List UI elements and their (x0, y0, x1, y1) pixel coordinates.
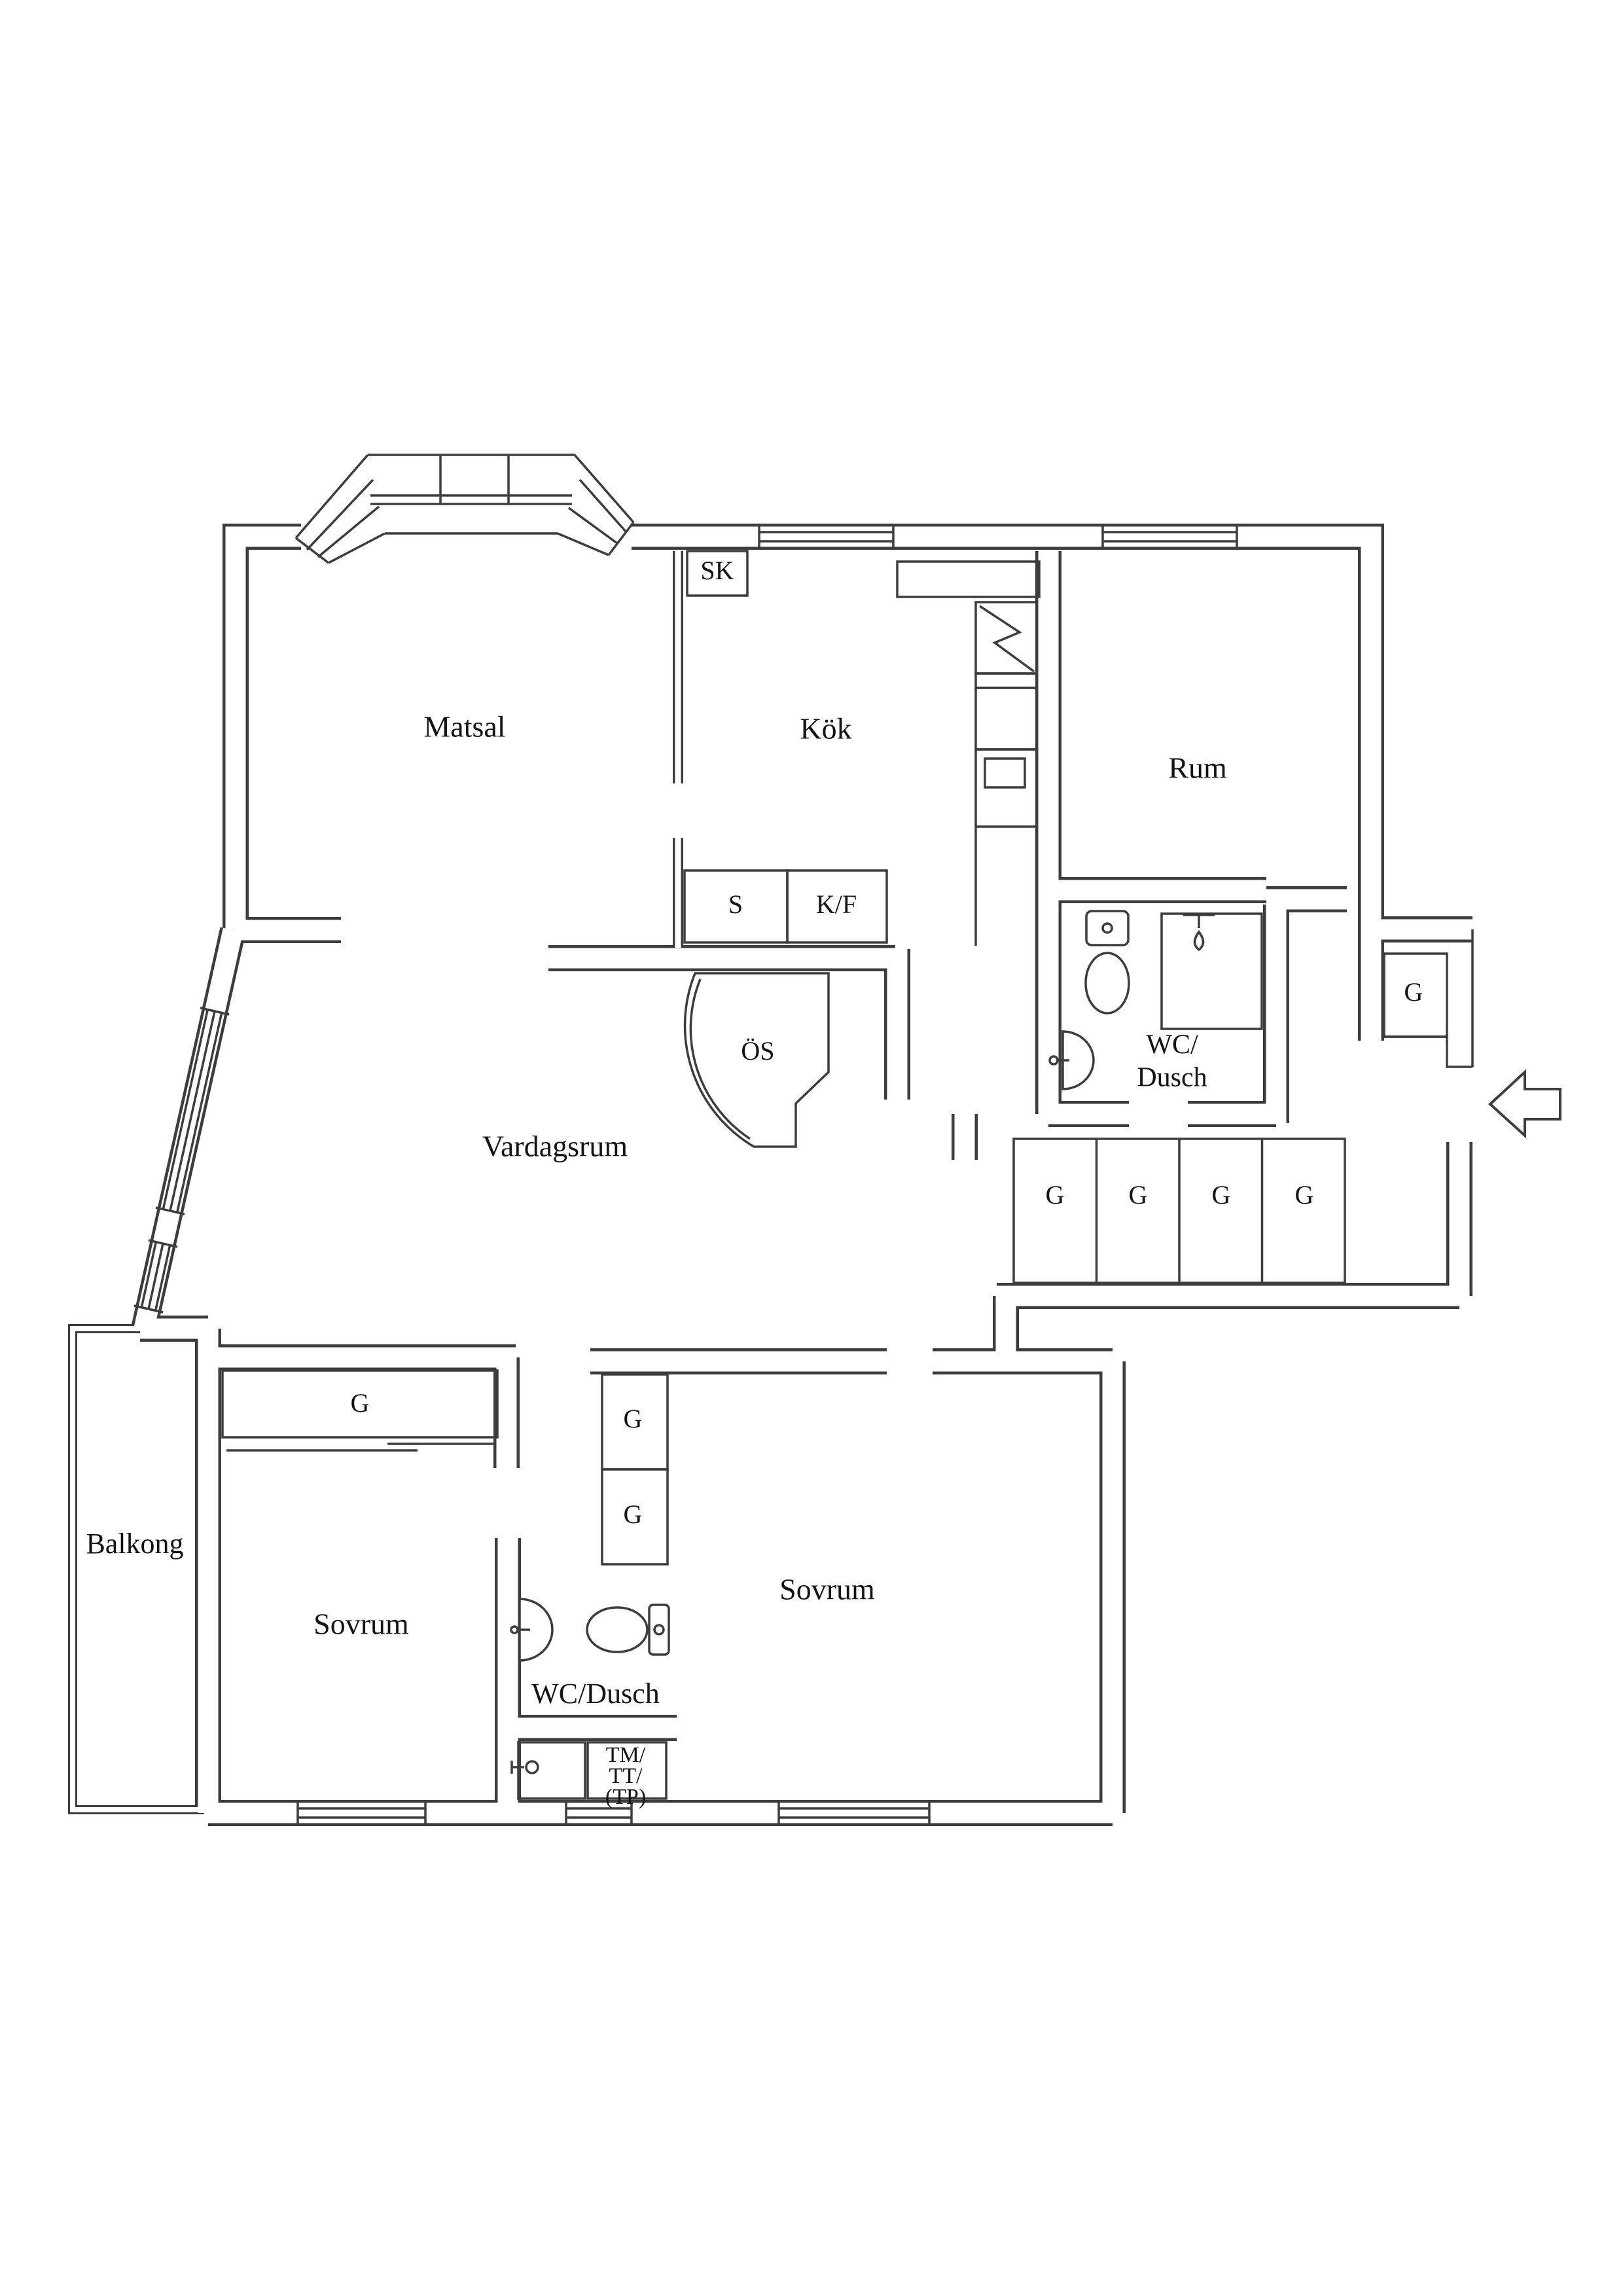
label-wc-upper-line1: WC/ (1146, 1030, 1198, 1060)
label-vardagsrum: Vardagsrum (482, 1130, 628, 1163)
label-tm-line3: (TP) (605, 1785, 646, 1809)
window-bottom-right (777, 1800, 931, 1826)
label-g-mid-1: G (624, 1404, 643, 1433)
label-kf: K/F (816, 889, 857, 919)
label-balkong: Balkong (86, 1528, 183, 1560)
label-os: ÖS (741, 1036, 774, 1066)
label-matsal: Matsal (423, 710, 505, 744)
closet-rod (226, 1443, 495, 1452)
door-handle-icon (510, 1760, 539, 1774)
label-sk: SK (700, 556, 734, 585)
walls (68, 524, 1472, 1826)
sk-closet-box (686, 550, 749, 597)
label-wc-upper-line2: Dusch (1137, 1063, 1207, 1093)
window-bottom-middle (565, 1800, 633, 1826)
entry-arrow-icon (1488, 1069, 1561, 1139)
label-kok: Kök (800, 712, 851, 745)
window-diagonal-wall (134, 1007, 230, 1314)
wc-upper-fixtures (1048, 910, 1263, 1090)
label-g-row-4: G (1295, 1180, 1314, 1210)
label-g-entry: G (1404, 977, 1423, 1007)
fireplace (683, 972, 830, 1148)
toilet-icon (648, 1604, 670, 1656)
closet-mid-2 (601, 1468, 669, 1566)
kitchen-counter (683, 550, 1041, 946)
label-g-row-1: G (1046, 1180, 1065, 1210)
toilet-icon (1085, 910, 1130, 946)
label-wc-lower: WC/Dusch (531, 1677, 660, 1710)
label-g-sovrum-left: G (351, 1388, 370, 1418)
wc-lower-fixtures (510, 1598, 670, 1774)
window-bottom-left (296, 1800, 427, 1826)
label-sovrum-left: Sovrum (313, 1607, 409, 1641)
closets (221, 952, 1472, 1800)
bay-window (294, 454, 635, 564)
window-kok (758, 524, 895, 550)
stove-icon (979, 605, 1035, 673)
laundry-closet (586, 1741, 668, 1800)
kitchen-sink-icon (984, 757, 1026, 789)
label-g-row-3: G (1212, 1180, 1231, 1210)
label-tm-line1: TM/ (606, 1743, 646, 1767)
sink-icon (518, 1598, 554, 1662)
closet-sovrum-left (221, 1369, 499, 1439)
window-rum (1101, 524, 1238, 550)
fridge-freezer-box (786, 869, 888, 944)
balcony-wall (68, 1324, 204, 1814)
label-tm-line2: TT/ (609, 1764, 643, 1788)
label-rum: Rum (1168, 751, 1227, 785)
sink-icon (1061, 1030, 1095, 1090)
label-g-row-2: G (1129, 1180, 1148, 1210)
label-sovrum-right: Sovrum (779, 1573, 875, 1606)
cleaning-closet (517, 1741, 586, 1800)
label-s: S (728, 889, 743, 919)
label-g-mid-2: G (624, 1499, 643, 1529)
shower-icon (1160, 912, 1263, 1030)
